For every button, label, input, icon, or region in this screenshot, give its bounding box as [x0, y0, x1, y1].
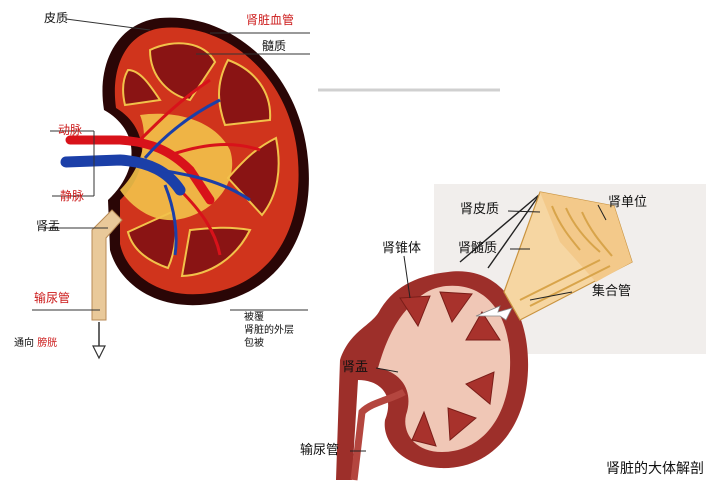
- label-ureter-right: 输尿管: [300, 444, 339, 457]
- label-renal-pelvis: 肾盂: [36, 220, 60, 232]
- label-renal-pyramid: 肾锥体: [382, 242, 421, 255]
- label-cortex: 皮质: [44, 12, 68, 24]
- label-nephron: 肾单位: [608, 196, 647, 209]
- label-renal-pelvis-right: 肾盂: [342, 361, 368, 374]
- label-artery: 动脉: [58, 124, 82, 136]
- label-to-bladder: 通向 膀胱: [14, 334, 57, 349]
- label-capsule: 被覆 肾脏的外层 包被: [244, 311, 294, 350]
- label-vein: 静脉: [60, 190, 84, 202]
- label-renal-vessels: 肾脏血管: [246, 14, 294, 26]
- label-medulla: 髓质: [262, 40, 286, 52]
- label-ureter: 输尿管: [34, 292, 70, 304]
- label-renal-cortex: 肾皮质: [460, 203, 499, 216]
- label-renal-medulla: 肾髓质: [458, 242, 497, 255]
- label-collecting-duct: 集合管: [592, 285, 631, 298]
- figure-caption: 肾脏的大体解剖: [606, 458, 704, 478]
